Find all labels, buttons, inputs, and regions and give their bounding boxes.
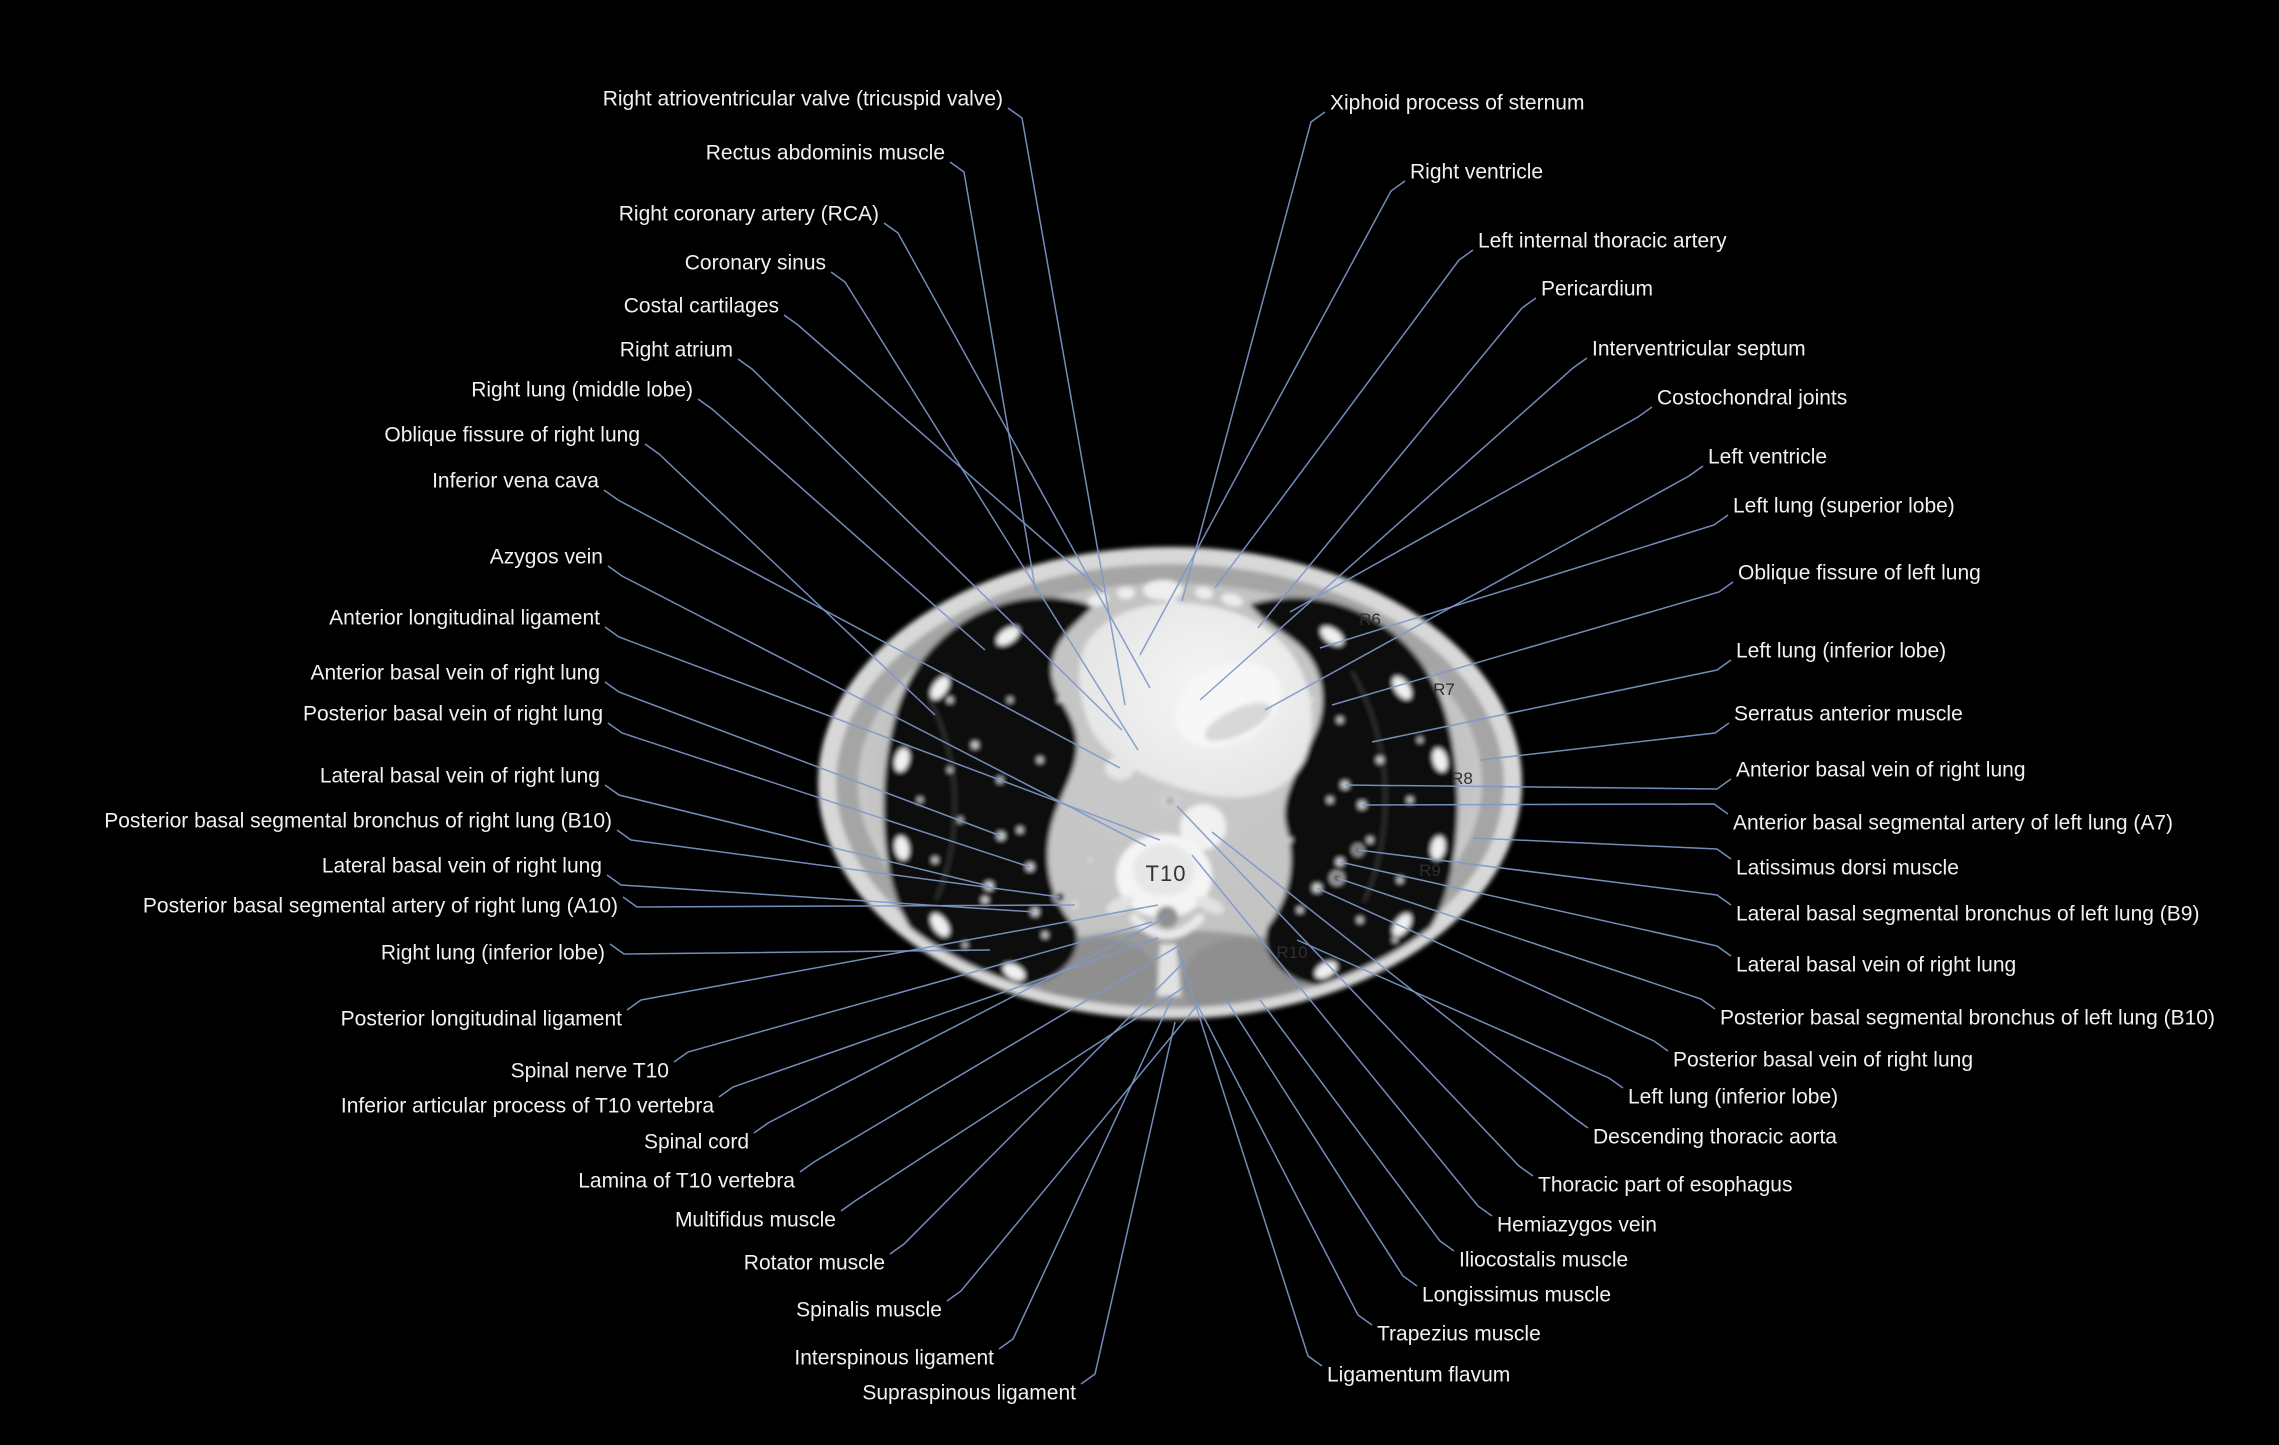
leader-line [1139,180,1406,656]
leader-line [946,1001,1201,1302]
leader-line [1357,849,1732,906]
sternum [1143,580,1183,600]
leader-line [604,626,1161,841]
leader-line [1289,406,1653,613]
leader-lines [603,107,1734,1385]
leader-line [1331,581,1734,706]
leader-line [1259,999,1455,1252]
leader-line [840,981,1193,1212]
leader-line [783,314,1104,593]
leader-line [1080,1021,1176,1385]
leader-line [1479,722,1730,761]
leader-line [616,829,1061,898]
leader-line [622,896,1076,908]
leader-line [1211,831,1589,1129]
leader-line [1181,111,1326,602]
right-oblique-fissure [928,699,957,901]
leader-line [697,398,986,651]
leader-line [1339,861,1732,957]
leader-line [1176,805,1534,1177]
leader-line [1371,659,1732,743]
leader-line [644,443,936,716]
leader-line [1344,778,1732,790]
leader-line [737,358,1123,731]
leader-line [1316,887,1669,1052]
leader-line [889,961,1185,1255]
leader-line [799,944,1181,1173]
leader-line [753,916,1168,1134]
leader-line [1361,803,1729,815]
leader-line [603,489,1121,769]
leader-line [1214,249,1474,589]
leader-line [1296,939,1624,1089]
leader-line [604,784,990,887]
leader-line [1257,297,1537,629]
leader-line [604,681,1002,837]
leader-line [1197,1005,1373,1326]
leader-line [607,722,1031,868]
leader-line [1191,854,1493,1217]
leader-line [1224,997,1418,1287]
leader-line [949,161,1037,594]
leader-line [673,921,1153,1063]
leader-line [609,943,991,955]
ribs [894,626,1448,981]
leader-line [718,937,1159,1098]
leader-line [626,904,1159,1011]
descending-aorta [1180,804,1226,850]
leader-line [1319,514,1729,649]
leader-line [1264,465,1704,711]
leader-line [1199,357,1588,701]
leader-line [883,222,1151,689]
leader-line [1177,949,1323,1367]
leader-line [1472,837,1732,860]
vertebral-lamina [1129,913,1205,940]
leader-line [830,271,1139,751]
leader-line [998,997,1173,1350]
leader-line [1007,107,1126,706]
leader-line [1336,877,1716,1010]
t10-vertebra [1106,834,1224,996]
leader-line [607,565,1147,847]
leader-line [606,874,1036,913]
